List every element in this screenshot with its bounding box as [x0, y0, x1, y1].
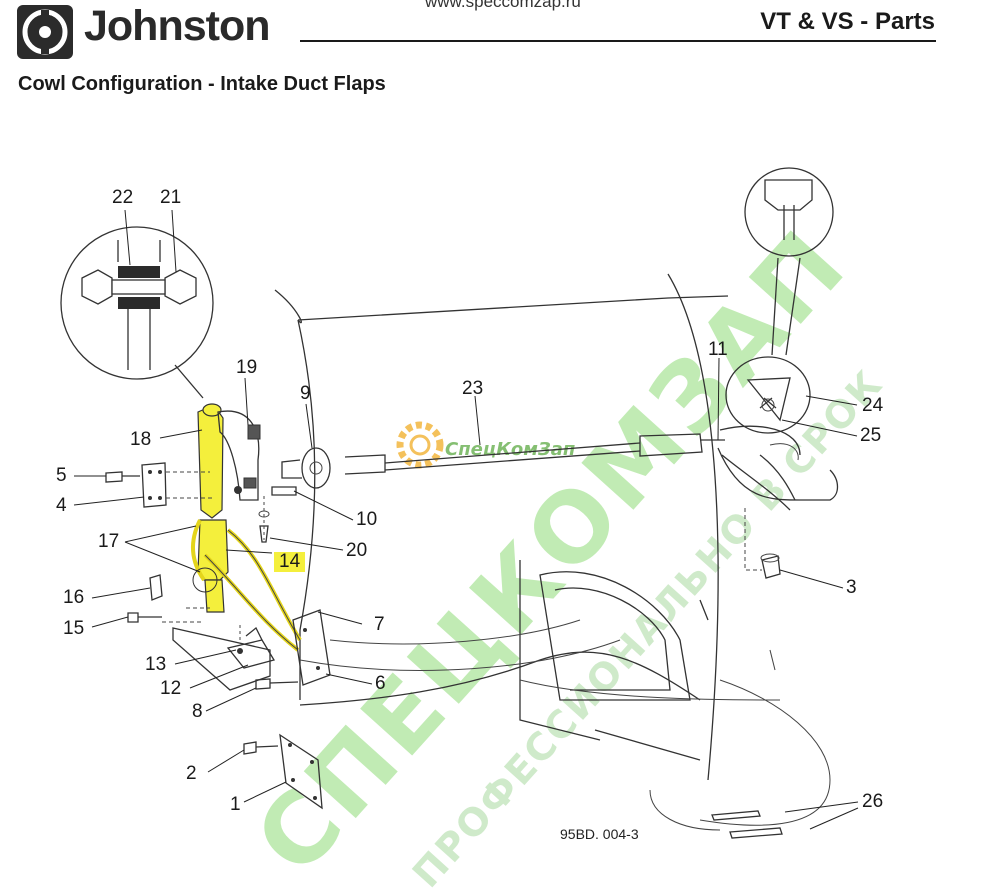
callout-22: 22 [112, 187, 134, 208]
watermark-logo: СпецКомЗап [396, 421, 575, 469]
callout-14-highlighted: 14 [274, 552, 306, 572]
base-12-13 [172, 626, 276, 691]
callout-2: 2 [186, 763, 197, 784]
callout-21: 21 [160, 187, 182, 208]
callout-26: 26 [862, 791, 884, 812]
plate-1-bolt-2 [243, 733, 323, 810]
callout-4: 4 [56, 495, 67, 516]
brand-name: Johnston [84, 2, 270, 50]
alignment-lines [162, 471, 241, 640]
watermark-logo-text: СпецКомЗап [445, 439, 575, 460]
callout-12: 12 [160, 678, 182, 699]
site-url: www.speccomzap.ru [425, 0, 581, 11]
pins-26 [711, 810, 783, 839]
doc-title: VT & VS - Parts [760, 8, 935, 35]
callout-7: 7 [374, 614, 385, 635]
callout-25: 25 [860, 425, 882, 446]
callout-5: 5 [56, 465, 67, 486]
cowl-body [274, 273, 831, 831]
plate-4-bolt-5 [105, 462, 167, 508]
callout-9: 9 [300, 383, 311, 404]
callout-17: 17 [98, 531, 120, 552]
figure-code: 95BD. 004-3 [560, 826, 639, 842]
callout-16: 16 [63, 587, 85, 608]
callout-15: 15 [63, 618, 85, 639]
bolt-10-washer-20 [258, 486, 297, 543]
callout-19: 19 [236, 357, 258, 378]
plug-3 [744, 508, 781, 579]
detail-circle-top-left [60, 226, 214, 399]
callout-23: 23 [462, 378, 484, 399]
callout-13: 13 [145, 654, 167, 675]
parts-15-16 [127, 574, 163, 623]
callout-1: 1 [230, 794, 241, 815]
rod-23 [344, 433, 725, 475]
callout-18: 18 [130, 429, 152, 450]
detail-circle-top-right [744, 167, 834, 356]
callout-20: 20 [346, 540, 368, 561]
johnston-logo-icon [17, 5, 73, 59]
section-title: Cowl Configuration - Intake Duct Flaps [18, 73, 386, 95]
fitting-9 [281, 447, 331, 489]
bracket-19 [217, 410, 261, 501]
callout-24: 24 [862, 395, 884, 416]
callout-leaders [73, 209, 859, 830]
callout-11: 11 [708, 339, 728, 360]
header-rule [300, 40, 936, 42]
actuator-14 [190, 403, 302, 652]
callout-8: 8 [192, 701, 203, 722]
callout-6: 6 [375, 673, 386, 694]
watermark-big-text: СПЕЦКОМЗАП [234, 208, 869, 894]
duct-flap-assembly [717, 356, 839, 511]
callout-10: 10 [356, 509, 378, 530]
callout-3: 3 [846, 577, 857, 598]
